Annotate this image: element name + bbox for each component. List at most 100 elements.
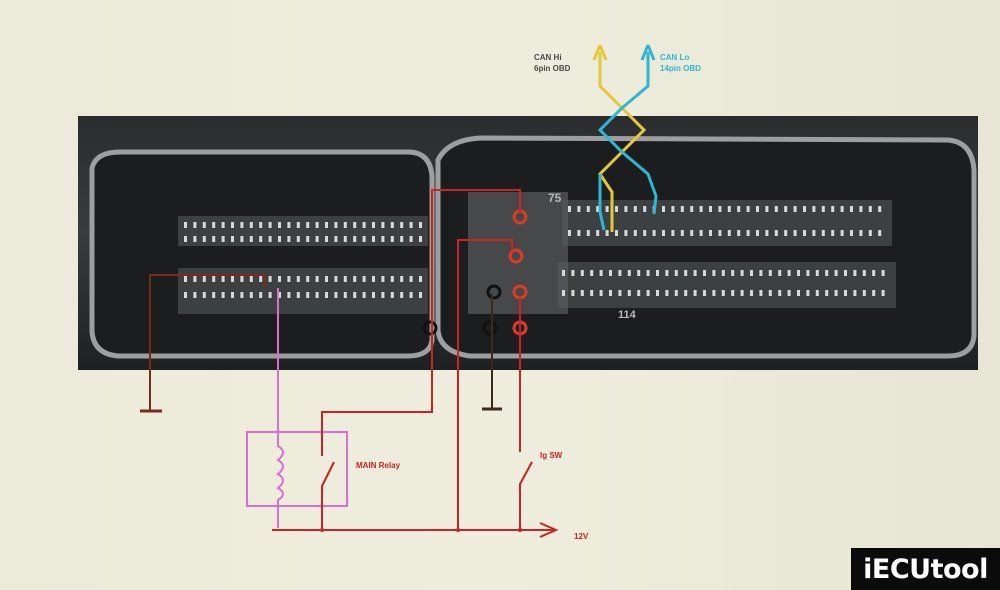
can-hi-label: CAN Hi	[534, 53, 562, 62]
connector-pin	[774, 230, 778, 236]
connector-pin	[419, 222, 422, 228]
connector-pin	[853, 290, 857, 296]
connector-pin	[381, 276, 385, 282]
connector-pin	[409, 222, 413, 228]
connector-pin	[627, 290, 631, 296]
connector-pin	[812, 230, 816, 236]
connector-pin	[831, 230, 835, 236]
connector-pin	[718, 230, 722, 236]
connector-pin	[590, 290, 594, 296]
can-lo-wire	[597, 52, 658, 215]
connector-pin	[306, 276, 310, 282]
connector-pin	[727, 230, 731, 236]
connector-pin	[296, 222, 300, 228]
connector-pin	[815, 290, 819, 296]
connector-pin	[353, 292, 357, 298]
connector-pin	[615, 206, 618, 212]
connector-pin	[419, 292, 422, 298]
connector-pin	[881, 270, 885, 276]
connector-pin	[712, 290, 716, 296]
connector-pin	[296, 236, 300, 242]
connector-pin	[680, 206, 684, 212]
connector-pin	[609, 290, 612, 296]
connector-pin	[844, 290, 847, 296]
connector-pin	[868, 230, 872, 236]
connector-pin	[259, 236, 263, 242]
connector-pin	[756, 230, 759, 236]
connector-pin	[872, 270, 876, 276]
connector-pin	[815, 270, 819, 276]
connector-pin	[372, 292, 375, 298]
connector-pin	[193, 236, 197, 242]
connector-pin	[212, 222, 216, 228]
connector-pin	[881, 290, 885, 296]
connector-pin	[825, 290, 829, 296]
connector-pin	[787, 270, 791, 276]
connector-pin	[278, 236, 281, 242]
connector-pin	[784, 230, 788, 236]
connector-pin	[325, 236, 328, 242]
connector-pin	[727, 206, 731, 212]
connector-pin	[596, 230, 600, 236]
connector-pin	[834, 270, 838, 276]
connector-pin	[287, 236, 291, 242]
connector-pin	[718, 206, 722, 212]
connector-pin	[353, 236, 357, 242]
can-hi-arrow	[592, 44, 608, 61]
connector-pin	[362, 222, 366, 228]
connector-pin	[712, 270, 716, 276]
connector-pin	[268, 276, 272, 282]
connector-pin	[768, 290, 772, 296]
ecu-connector-body: 75 114	[89, 135, 977, 359]
connector-mark-left: 75	[548, 191, 562, 205]
connector-pin	[787, 290, 791, 296]
connector-pin	[296, 276, 300, 282]
logo-text: iECUtool	[863, 553, 988, 585]
connector-pin	[596, 206, 600, 212]
connector-pin	[674, 270, 678, 276]
connector-pin	[844, 270, 847, 276]
connector-pin	[343, 222, 347, 228]
connector-pin	[362, 276, 366, 282]
connector-pin	[624, 206, 628, 212]
connector-pin	[372, 236, 375, 242]
connector-pin	[268, 292, 272, 298]
connector-pin	[325, 222, 328, 228]
connector-pin	[709, 206, 712, 212]
connector-pin	[202, 222, 206, 228]
connector-pin	[268, 222, 272, 228]
connector-pin	[605, 206, 609, 212]
connector-pin	[315, 222, 319, 228]
connector-pin	[759, 270, 763, 276]
connector-pin	[400, 222, 404, 228]
connector-pin	[334, 292, 338, 298]
connector-pin	[381, 236, 385, 242]
connector-pin	[249, 276, 253, 282]
connector-pin	[390, 276, 394, 282]
can-lo-arrow	[640, 44, 656, 61]
connector-pin	[249, 292, 253, 298]
connector-pin	[568, 206, 571, 212]
connector-pin	[325, 292, 328, 298]
connector-pin	[212, 276, 216, 282]
connector-pin	[684, 270, 688, 276]
connector-pin	[278, 292, 281, 298]
connector-pin	[671, 230, 675, 236]
connector-pin	[240, 236, 244, 242]
connector-pin	[643, 230, 647, 236]
connector-pin	[562, 270, 565, 276]
connector-pin	[590, 270, 594, 276]
relay-switch-contact	[321, 461, 335, 530]
connector-pin	[665, 290, 669, 296]
connector-pin	[212, 236, 216, 242]
pin-marker-ground-1	[486, 284, 502, 300]
connector-pin	[325, 276, 328, 282]
connector-pin	[278, 276, 281, 282]
connector-pin	[656, 290, 659, 296]
connector-pin	[221, 276, 225, 282]
connector-pin	[618, 270, 622, 276]
connector-pin	[803, 230, 806, 236]
connector-pin	[850, 230, 853, 236]
power-wiring: Ig SW 12V	[272, 239, 589, 541]
